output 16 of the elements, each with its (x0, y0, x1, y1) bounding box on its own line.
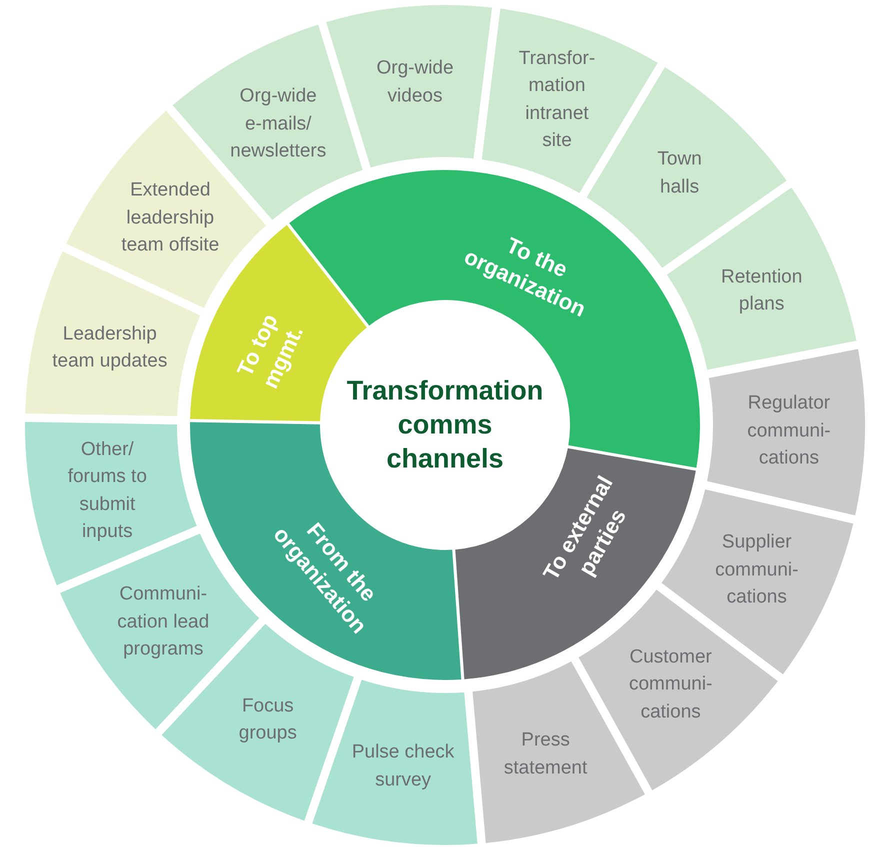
segment-label: Town halls (656, 148, 703, 200)
segment-label: Regulator communi- cations (746, 392, 832, 471)
center-title: Transformation comms channels (346, 374, 544, 475)
segment-label: Transfor- mation intranet site (518, 46, 596, 154)
segment-label: Retention plans (720, 265, 804, 317)
segment-label: Org-wide videos (375, 56, 455, 108)
segment-label: Other/ forums to submit inputs (66, 438, 148, 544)
segment-label: Extended leadership team offsite (120, 178, 220, 258)
segment-label: Communi- cation lead programs (116, 582, 210, 662)
segment-label: Pulse check survey (350, 740, 456, 792)
segment-label: Customer communi- cations (628, 645, 714, 724)
segment-label: Supplier communi- cations (714, 531, 800, 610)
segment-label: Leadership team updates (51, 322, 168, 374)
segment-label: Focus groups (238, 694, 298, 746)
segment-label: Org-wide e-mails/ newsletters (229, 84, 328, 164)
segment-label: Press statement (502, 728, 588, 780)
